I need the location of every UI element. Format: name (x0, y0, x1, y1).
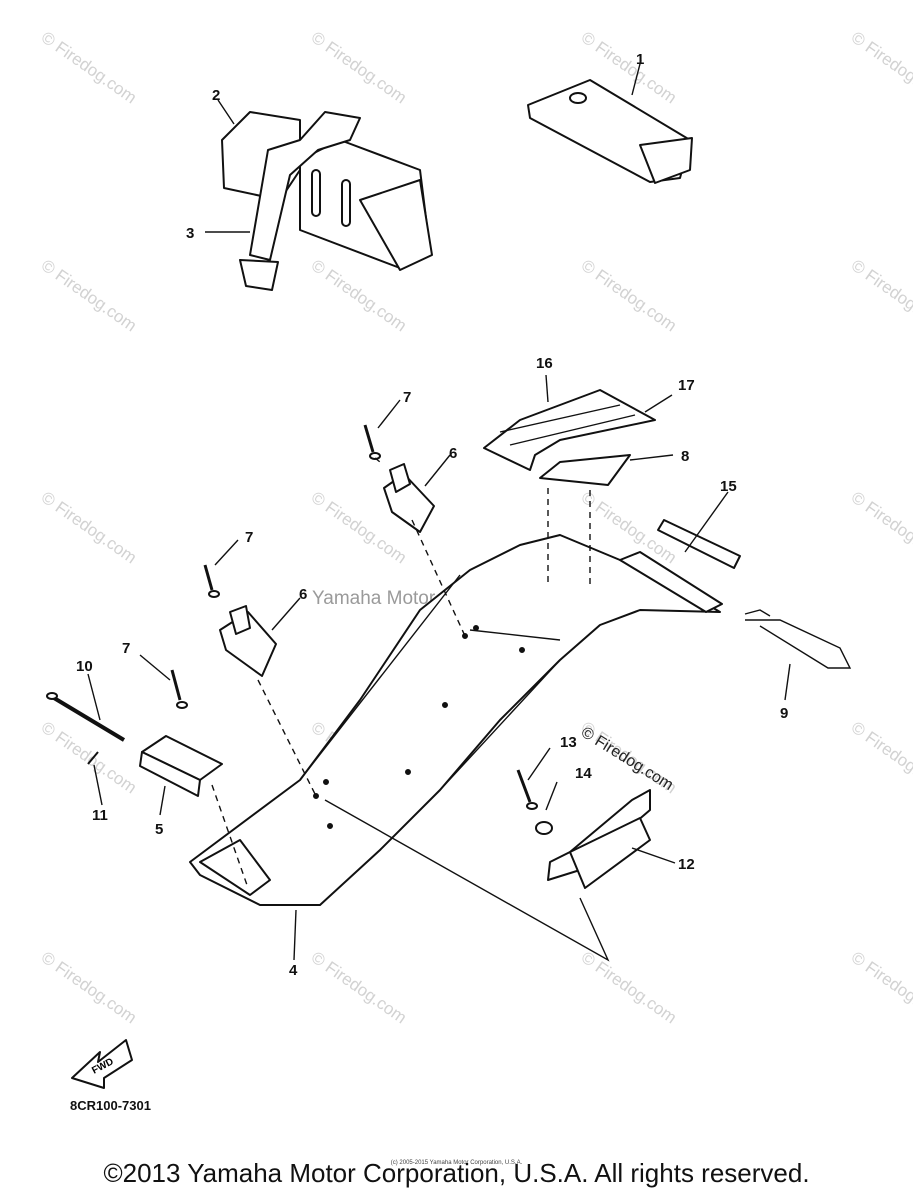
small-copyright: (c) 2005-2015 Yamaha Motor Corporation, … (390, 1160, 523, 1166)
callouts: 1 2 3 4 5 6 6 7 7 7 8 9 10 11 12 13 14 1… (76, 51, 788, 979)
part-7-screw-middle (203, 564, 220, 598)
callout-4: 4 (289, 962, 298, 979)
rear-rail (619, 551, 723, 613)
watermark-text: © Firedog.com (848, 718, 913, 798)
part-15-rod (657, 519, 741, 569)
part-11-pin (87, 751, 99, 765)
diagram-code: 8CR100-7301 (70, 1098, 151, 1113)
part-12-bracket (547, 789, 651, 889)
watermark-text: © Firedog.com (308, 948, 410, 1028)
callout-14: 14 (575, 765, 592, 782)
watermark-text: © Firedog.com (848, 256, 913, 336)
callout-7-upper: 7 (403, 389, 411, 406)
part-5-bracket (139, 735, 223, 797)
callout-7-lower: 7 (122, 640, 130, 657)
part-13-screw (516, 769, 538, 810)
part-1-pouch (527, 79, 693, 184)
callout-5: 5 (155, 821, 163, 838)
callout-7-middle: 7 (245, 529, 253, 546)
callout-1: 1 (636, 51, 644, 68)
watermark-text: © Firedog.com (578, 948, 680, 1028)
footer-copyright: ©2013 Yamaha Motor Corporation, U.S.A. A… (103, 1158, 810, 1188)
callout-17: 17 (678, 377, 695, 394)
watermark-text: © Firedog.com (38, 488, 140, 568)
callout-8: 8 (681, 448, 689, 465)
callout-6-upper: 6 (449, 445, 457, 462)
callout-2: 2 (212, 87, 220, 104)
callout-11: 11 (92, 807, 108, 824)
watermark-text: © Firedog.com (848, 28, 913, 108)
callout-13: 13 (560, 734, 577, 751)
callout-15: 15 (720, 478, 737, 495)
part-8-decal (539, 454, 631, 486)
part-4-carrier (189, 534, 721, 906)
part-10-bolt (46, 692, 126, 742)
part-3-strap (239, 111, 361, 291)
watermark-text: © Firedog.com (38, 28, 140, 108)
fwd-arrow: FWD (71, 1039, 133, 1089)
watermark-text: © Firedog.com (38, 256, 140, 336)
watermark-text: © Firedog.com (38, 718, 140, 798)
callout-10: 10 (76, 658, 93, 675)
part-6-bracket-lower (219, 605, 277, 677)
part-14-washer (535, 821, 553, 835)
callout-9: 9 (780, 705, 788, 722)
callout-16: 16 (536, 355, 553, 372)
part-7-screw-upper (363, 424, 381, 460)
watermark-text: © Firedog.com (308, 28, 410, 108)
watermark-text: © Firedog.com (848, 488, 913, 568)
watermark-text: © Firedog.com (578, 256, 680, 336)
watermark-text: © Firedog.com (308, 256, 410, 336)
callout-12: 12 (678, 856, 695, 873)
watermark-text: © Firedog.com (848, 948, 913, 1028)
part-7-screw-lower (170, 669, 188, 709)
callout-6-lower: 6 (299, 586, 307, 603)
badge-watermark: © Firedog.com (578, 724, 676, 794)
leader-lines (87, 59, 791, 962)
part-6-bracket-upper (383, 463, 435, 533)
watermark-layer: © Firedog.com © Firedog.com © Firedog.com ©… (38, 28, 913, 1028)
part-16-17-decal (483, 389, 656, 471)
part-9-bar (744, 609, 852, 669)
watermark-text: © Firedog.com (38, 948, 140, 1028)
callout-3: 3 (186, 225, 194, 242)
